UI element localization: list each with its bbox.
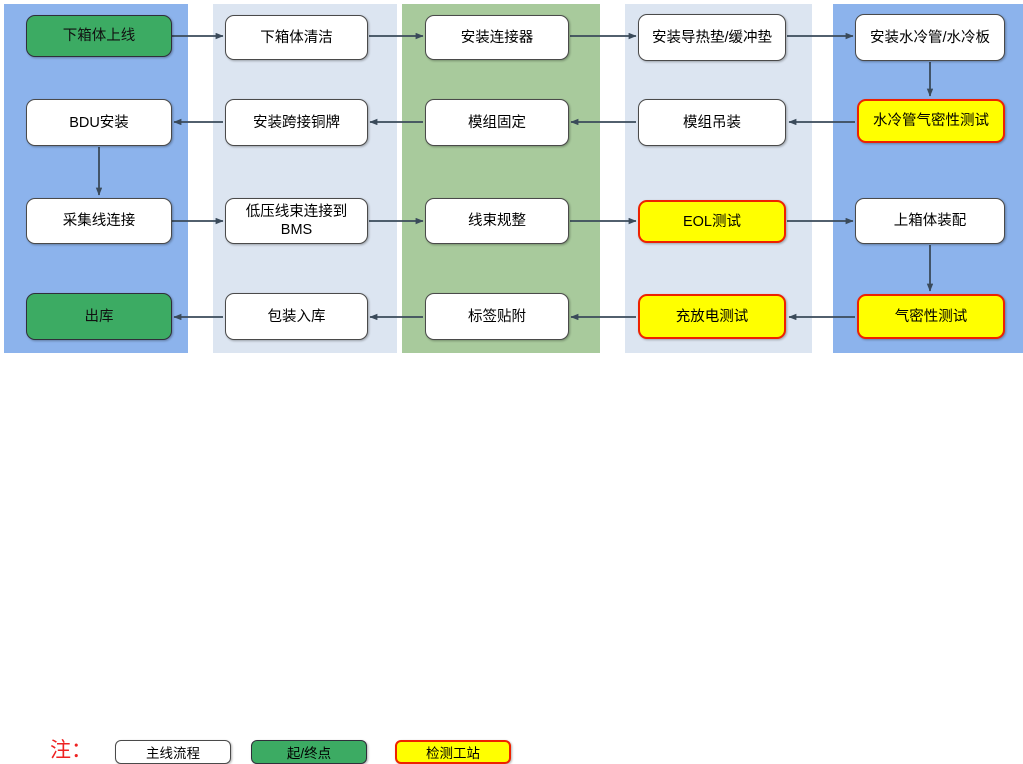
node-n2[interactable]: 下箱体清洁: [225, 15, 368, 60]
node-label: 水冷管气密性测试: [873, 113, 989, 129]
node-label: 上箱体装配: [893, 213, 967, 229]
node-label: 下箱体上线: [62, 28, 136, 44]
node-label: 标签贴附: [468, 308, 526, 325]
node-n5[interactable]: 安装水冷管/水冷板: [855, 14, 1005, 61]
node-label: 出库: [84, 308, 114, 325]
node-label: 安装连接器: [460, 29, 534, 46]
node-n14[interactable]: EOL测试: [638, 200, 786, 243]
node-label: 气密性测试: [894, 308, 968, 325]
node-label: 采集线连接: [62, 213, 136, 229]
legend-item-test: 检测工站: [395, 740, 511, 764]
legend-title: 注：: [50, 738, 92, 762]
node-n18[interactable]: 标签贴附: [425, 293, 569, 340]
legend-item-label: 检测工站: [426, 746, 480, 761]
legend-item-label: 主线流程: [146, 746, 200, 761]
node-n19[interactable]: 包装入库: [225, 293, 368, 340]
legend-item-process: 主线流程: [115, 740, 231, 764]
node-label: 模组吊装: [683, 114, 741, 131]
node-n9[interactable]: 安装跨接铜牌: [225, 99, 368, 146]
node-label: 安装跨接铜牌: [253, 114, 340, 131]
flowchart-canvas: 下箱体上线 下箱体清洁 安装连接器 安装导热垫/缓冲垫 安装水冷管/水冷板水冷管气密性测…: [4, 4, 1023, 353]
node-n6[interactable]: 水冷管气密性测试: [857, 99, 1005, 143]
node-n20[interactable]: 出库: [26, 293, 172, 340]
node-n10[interactable]: BDU安装: [26, 99, 172, 146]
legend-item-label: 起/终点: [286, 746, 332, 761]
node-n12[interactable]: 低压线束连接到BMS: [225, 198, 368, 244]
legend-item-terminal: 起/终点: [251, 740, 367, 764]
node-label: 充放电测试: [675, 308, 749, 325]
legend: 注： 主线流程 起/终点 检测工站: [0, 362, 1023, 764]
node-n3[interactable]: 安装连接器: [425, 15, 569, 60]
node-n8[interactable]: 模组固定: [425, 99, 569, 146]
node-label: EOL测试: [682, 213, 741, 230]
node-n4[interactable]: 安装导热垫/缓冲垫: [638, 14, 786, 61]
node-label: 包装入库: [267, 308, 326, 325]
node-label: 线束规整: [468, 213, 526, 229]
node-label: 模组固定: [468, 114, 526, 131]
node-n1[interactable]: 下箱体上线: [26, 15, 172, 57]
node-label: 下箱体清洁: [260, 29, 333, 46]
node-n11[interactable]: 采集线连接: [26, 198, 172, 244]
node-n17[interactable]: 充放电测试: [638, 294, 786, 339]
node-n15[interactable]: 上箱体装配: [855, 198, 1005, 244]
node-label: BDU安装: [69, 114, 129, 131]
node-label: 安装水冷管/水冷板: [869, 29, 991, 46]
node-label: 低压线束连接到BMS: [245, 204, 348, 238]
node-label: 安装导热垫/缓冲垫: [651, 29, 773, 46]
node-n16[interactable]: 气密性测试: [857, 294, 1005, 339]
node-n7[interactable]: 模组吊装: [638, 99, 786, 146]
node-n13[interactable]: 线束规整: [425, 198, 569, 244]
